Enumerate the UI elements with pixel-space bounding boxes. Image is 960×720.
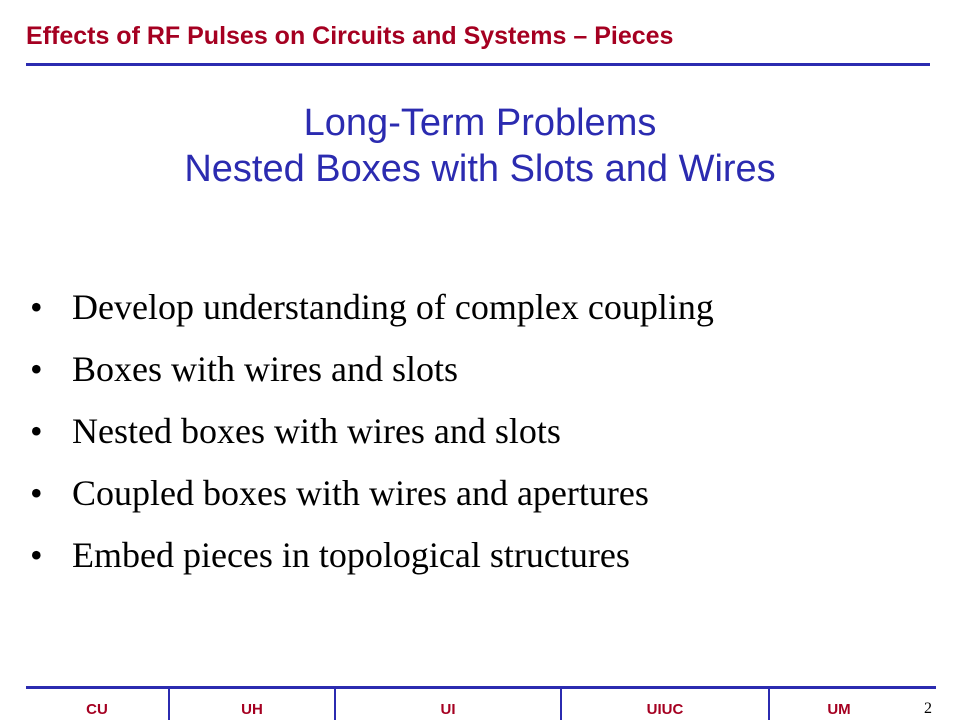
footer-separator — [560, 689, 562, 720]
header-title: Effects of RF Pulses on Circuits and Sys… — [26, 22, 674, 50]
bullet-text: Develop understanding of complex couplin… — [72, 287, 714, 327]
bullet-item: • Embed pieces in topological structures — [30, 526, 714, 588]
bullet-text: Nested boxes with wires and slots — [72, 411, 561, 451]
bullet-item: • Nested boxes with wires and slots — [30, 402, 714, 464]
page-number: 2 — [924, 700, 932, 717]
bullet-dot-icon: • — [30, 535, 43, 575]
bullet-text: Embed pieces in topological structures — [72, 535, 630, 575]
footer-institution-cu: CU — [86, 701, 108, 718]
bullet-dot-icon: • — [30, 473, 43, 513]
bullet-dot-icon: • — [30, 349, 43, 389]
slide-title-line-1: Long-Term Problems — [303, 102, 657, 144]
footer-separator — [168, 689, 170, 720]
footer-institution-um: UM — [827, 701, 851, 718]
footer-separator — [768, 689, 770, 720]
footer-institutions: CU UH UI UIUC UM — [26, 689, 936, 720]
slide-title: Long-Term Problems Nested Boxes with Slo… — [0, 100, 960, 192]
bullet-dot-icon: • — [30, 287, 43, 327]
bullet-text: Boxes with wires and slots — [72, 349, 458, 389]
header-divider — [26, 63, 930, 66]
bullet-text: Coupled boxes with wires and apertures — [72, 473, 649, 513]
slide-title-line-2: Nested Boxes with Slots and Wires — [184, 148, 776, 190]
footer-institution-uh: UH — [241, 701, 263, 718]
footer-divider — [26, 686, 936, 689]
footer-institution-ui: UI — [440, 701, 456, 718]
bullet-item: • Boxes with wires and slots — [30, 340, 714, 402]
footer-separator — [334, 689, 336, 720]
bullet-item: • Coupled boxes with wires and apertures — [30, 464, 714, 526]
bullet-dot-icon: • — [30, 411, 43, 451]
footer-institution-uiuc: UIUC — [646, 701, 684, 718]
bullet-list: • Develop understanding of complex coupl… — [30, 278, 714, 588]
bullet-item: • Develop understanding of complex coupl… — [30, 278, 714, 340]
